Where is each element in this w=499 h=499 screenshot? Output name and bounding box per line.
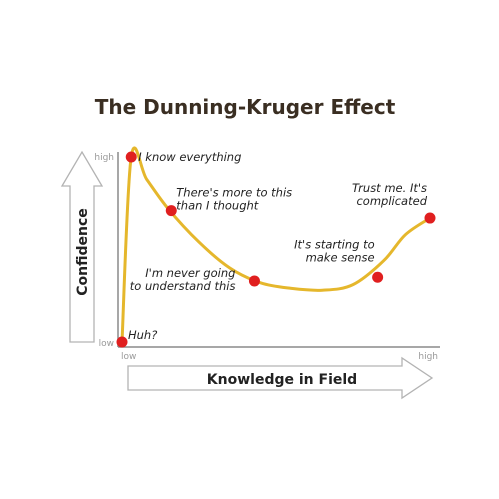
x-tick-low: low xyxy=(121,352,136,362)
knowledge-arrow-icon xyxy=(127,356,434,400)
data-point-marker xyxy=(248,275,260,287)
y-tick-low: low xyxy=(99,339,114,349)
data-point-marker xyxy=(125,151,137,163)
x-tick-high: high xyxy=(418,352,438,362)
data-point-marker xyxy=(424,212,436,224)
chart-title: The Dunning-Kruger Effect xyxy=(95,95,396,119)
annotation-label: I know everything xyxy=(138,150,241,164)
annotation-label: Huh? xyxy=(128,328,157,342)
data-point-marker xyxy=(116,336,128,348)
y-tick-high: high xyxy=(94,153,114,163)
y-axis-title: Confidence xyxy=(75,208,91,296)
data-point-marker xyxy=(165,205,177,217)
confidence-arrow-icon xyxy=(60,150,104,343)
x-axis-title: Knowledge in Field xyxy=(207,372,357,388)
confidence-curve xyxy=(120,146,431,343)
data-point-marker xyxy=(372,271,384,283)
